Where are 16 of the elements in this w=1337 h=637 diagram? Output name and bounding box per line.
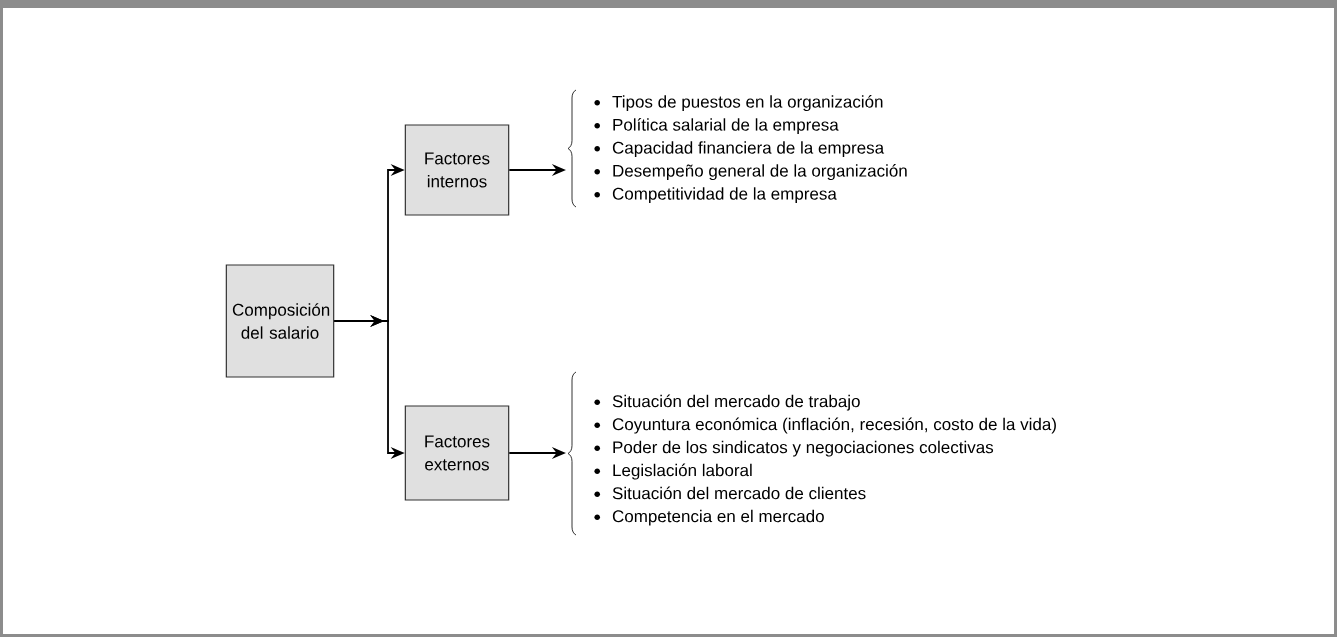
bullet-list: Tipos de puestos en la organización Política salarial de la empresa Capacidad financiera de la empresa Desempeño general de la organización Competitividad de la empresa bbox=[594, 95, 907, 204]
node-label: Desempeño general de la organización bbox=[613, 164, 907, 181]
node-label: Coyuntura económica (inflación, recesión, costo de la vida) bbox=[612, 417, 1056, 434]
process-box: Factores internos bbox=[404, 124, 510, 216]
bullet-list: Situación del mercado de trabajo Coyuntura económica (inflación, recesión, costo de la vida) Poder de los sindicatos y negociaciones colectivas Legislación laboral Situación del mercado de clientes Competencia en el mercado bbox=[594, 394, 1056, 526]
process-box: Composición del salario bbox=[225, 264, 335, 378]
node-label: Competencia en el mercado bbox=[612, 509, 824, 526]
node-label: Política salarial de la empresa bbox=[613, 118, 839, 135]
node-label: Legislación laboral bbox=[613, 463, 752, 480]
node-label: Capacidad financiera de la empresa bbox=[612, 141, 885, 158]
node-label: Situación del mercado de clientes bbox=[612, 486, 866, 500]
node-label: Situación del mercado de trabajo bbox=[612, 394, 860, 411]
node-label: Poder de los sindicatos y negociaciones colectivas bbox=[613, 440, 994, 457]
process-box: Factores externos bbox=[404, 405, 510, 501]
node-label: Competitividad de la empresa bbox=[612, 187, 837, 204]
node-label: Tipos de puestos en la organización bbox=[612, 95, 883, 112]
